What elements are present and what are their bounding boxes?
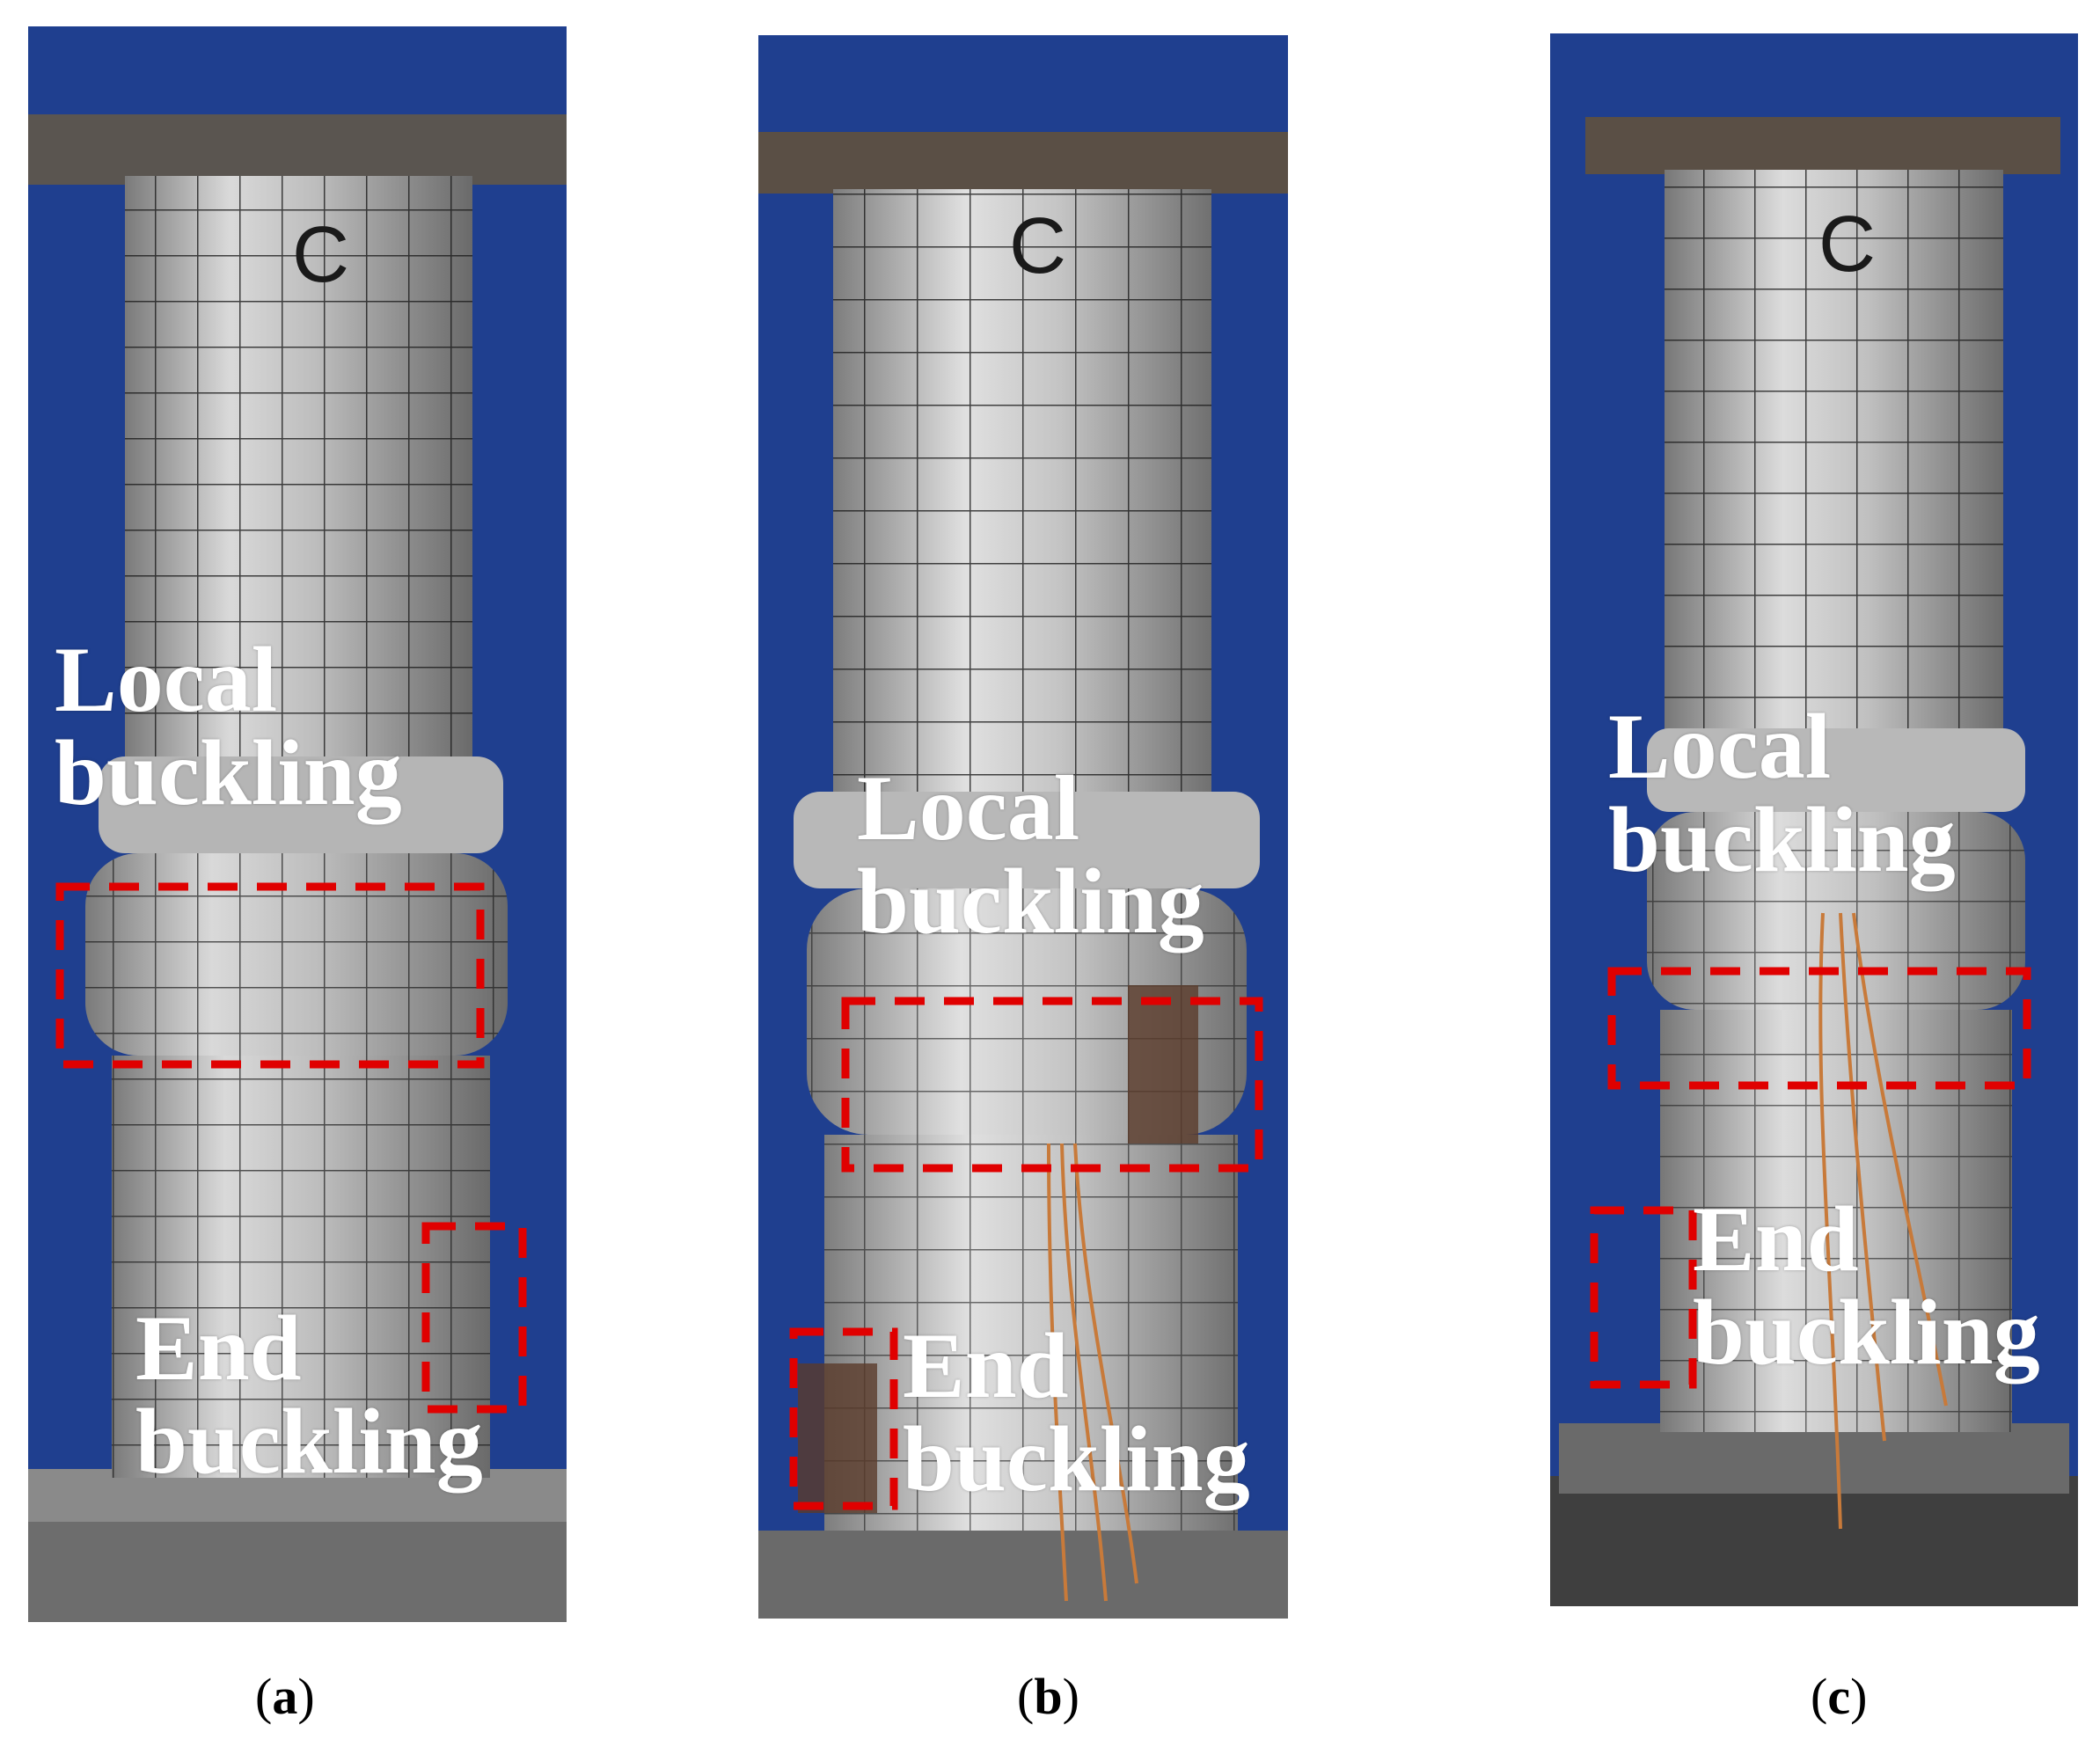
end-buckling-box-a [421, 1222, 527, 1414]
specimen-mark-c: C [1818, 201, 1876, 289]
end-buckling-label-a: End buckling [135, 1297, 483, 1493]
local-buckling-box-a [55, 882, 485, 1069]
local-buckling-label-a: Local buckling [55, 628, 402, 824]
end-buckling-box-c [1590, 1206, 1697, 1389]
end-buckling-box-b [789, 1327, 898, 1510]
local-buckling-label-c: Local buckling [1608, 695, 1956, 891]
local-buckling-box-b [841, 997, 1263, 1173]
local-buckling-label-b: Local buckling [857, 756, 1204, 953]
end-buckling-label-b: End buckling [903, 1314, 1250, 1510]
end-buckling-label-c: End buckling [1693, 1188, 2040, 1384]
photo-panel-a: C Local buckling End buckling [28, 26, 567, 1622]
caption-a: (a) [255, 1668, 315, 1725]
specimen-mark-a: C [292, 211, 349, 299]
specimen-mark-b: C [1009, 202, 1066, 290]
caption-c: (c) [1811, 1668, 1868, 1725]
photo-panel-c: C Local buckling End buckling [1550, 33, 2078, 1606]
local-buckling-box-c [1607, 967, 2031, 1090]
caption-b: (b) [1017, 1668, 1079, 1725]
photo-panel-b: C Local buckling End buckling [758, 35, 1288, 1619]
